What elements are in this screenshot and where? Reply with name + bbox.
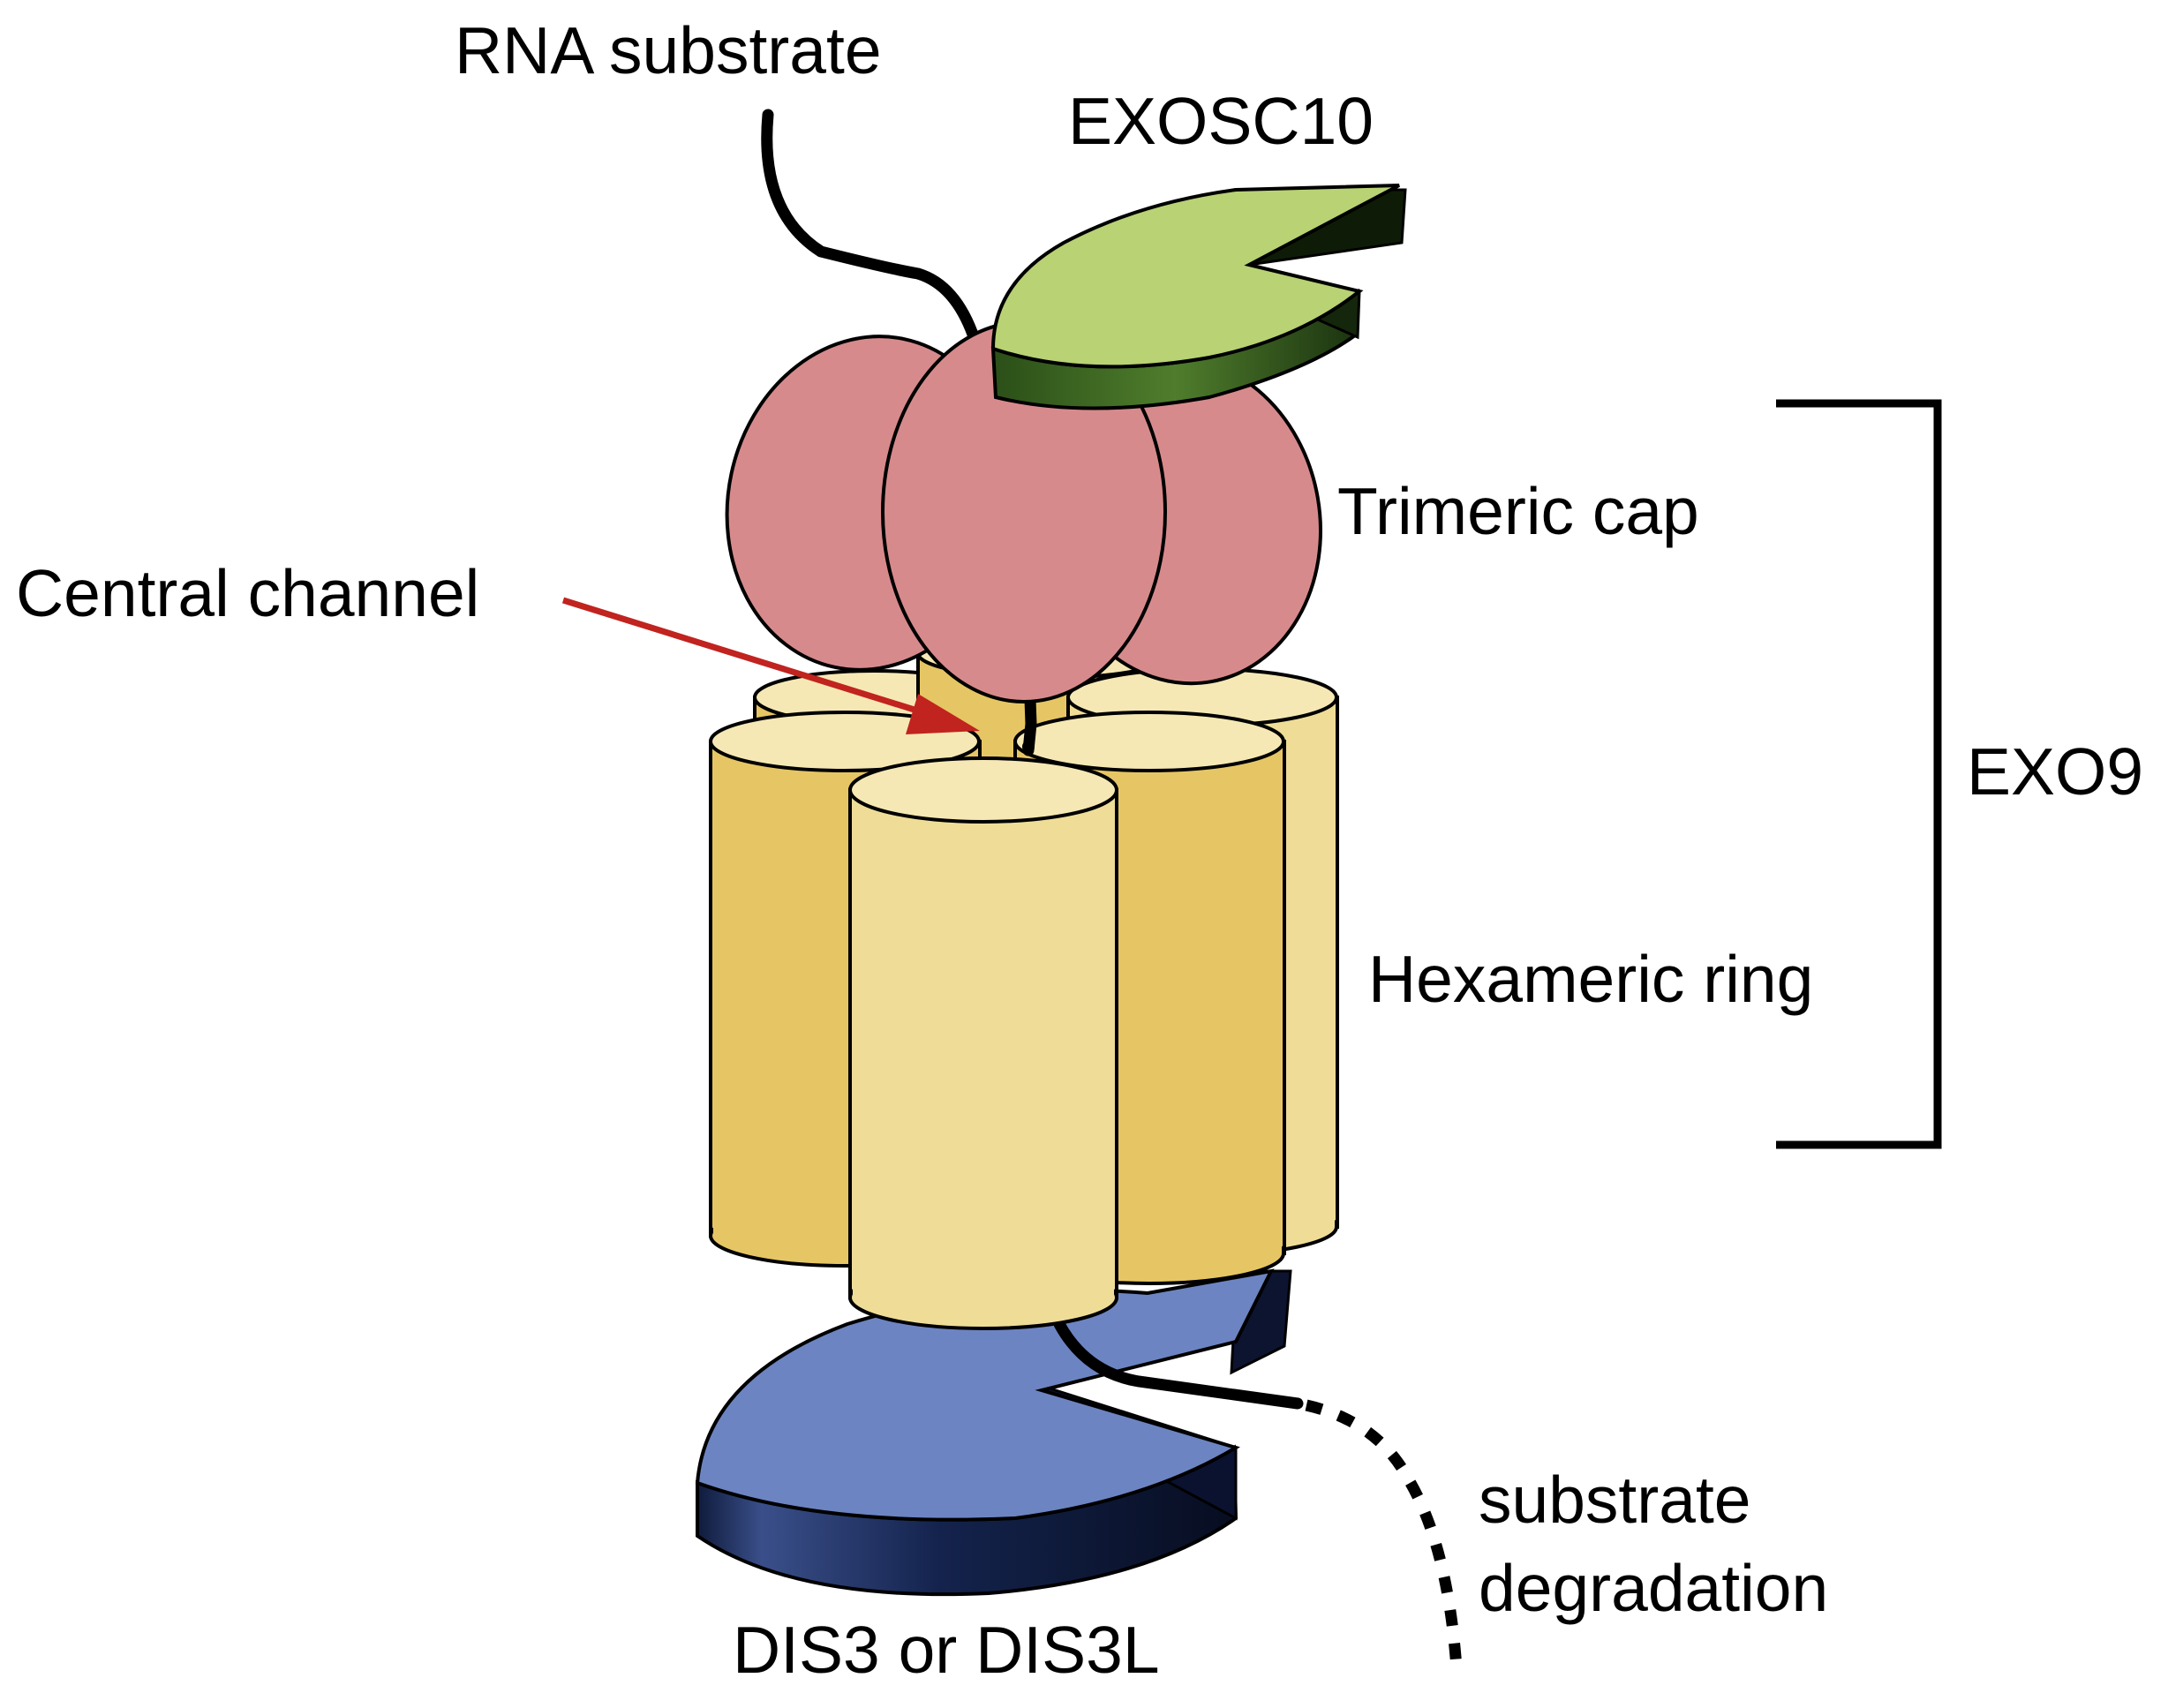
dis3-top	[695, 1268, 1275, 1522]
degradation-path	[1053, 1318, 1463, 1669]
label-hexameric-ring: Hexameric ring	[1368, 942, 1813, 1016]
dis3-protein	[695, 1268, 1292, 1597]
label-dis3: DIS3 or DIS3L	[733, 1613, 1160, 1687]
exosc10-top	[990, 184, 1400, 369]
exosc10-protein	[990, 184, 1407, 410]
rna-exit-solid	[1053, 1318, 1304, 1410]
label-central-channel: Central channel	[16, 556, 479, 630]
label-exosc10: EXOSC10	[1068, 84, 1374, 158]
label-degradation: degradation	[1479, 1551, 1828, 1625]
central-channel-arrow	[561, 597, 980, 734]
label-trimeric-cap: Trimeric cap	[1337, 474, 1699, 548]
exo9-bracket	[1776, 399, 1942, 1149]
rna-substrate-strand	[761, 109, 1037, 756]
channel-entry	[1022, 741, 1035, 753]
rna-degraded-dashed	[1305, 1399, 1463, 1669]
label-substrate: substrate	[1479, 1463, 1751, 1537]
trimeric-cap	[725, 320, 1322, 704]
ring-cylinder-front-center	[848, 756, 1118, 1330]
label-exo9: EXO9	[1967, 734, 2143, 809]
hexameric-ring	[709, 627, 1339, 1330]
label-rna-substrate: RNA substrate	[455, 13, 882, 87]
